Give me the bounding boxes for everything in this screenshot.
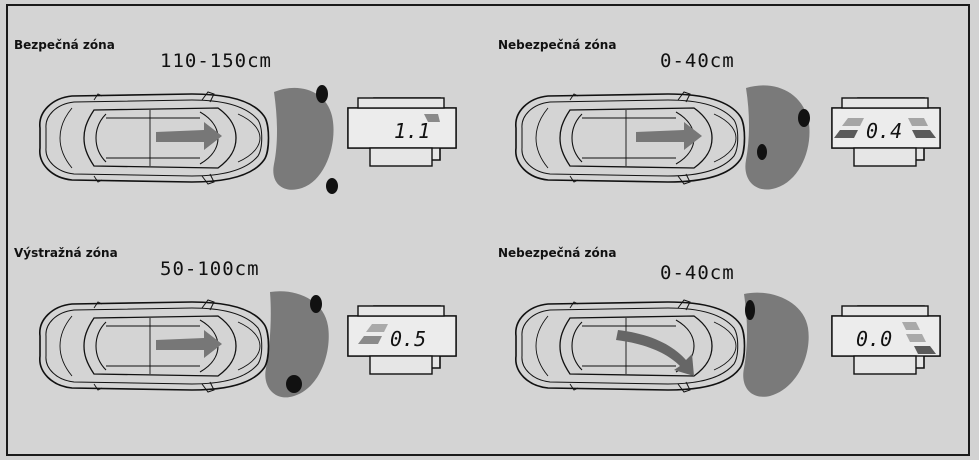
signal-bar <box>912 130 936 138</box>
direction-arrow-icon <box>156 330 222 358</box>
obstacle <box>743 292 809 397</box>
zone-label: Bezpečná zóna <box>14 38 115 52</box>
display-readout: 0.5 <box>390 327 427 351</box>
distance-display <box>831 305 941 375</box>
obstacle <box>265 291 329 398</box>
distance-range: 0-40cm <box>660 50 735 72</box>
obstacle-point <box>745 300 755 320</box>
direction-arrow-icon <box>636 122 702 150</box>
display-readout: 0.0 <box>856 327 893 351</box>
signal-bar <box>914 346 936 354</box>
signal-bar <box>424 114 440 122</box>
distance-display <box>347 305 457 375</box>
direction-arrow-icon <box>156 122 222 150</box>
obstacle-point <box>286 375 302 393</box>
signal-bar <box>358 336 382 344</box>
obstacle <box>273 87 334 190</box>
distance-display <box>347 97 457 167</box>
obstacle-point <box>757 144 767 160</box>
signal-bar <box>902 322 920 330</box>
distance-range: 110-150cm <box>160 50 272 72</box>
signal-bar <box>906 334 926 342</box>
obstacle-point <box>316 85 328 103</box>
signal-bar <box>366 324 388 332</box>
obstacle-point <box>798 109 810 127</box>
zone-label: Výstražná zóna <box>14 246 118 260</box>
signal-bar <box>842 118 864 126</box>
car-diagram <box>515 292 809 397</box>
display-readout: 1.1 <box>394 119 431 143</box>
car-diagram <box>515 85 810 190</box>
distance-range: 0-40cm <box>660 262 735 284</box>
direction-arrow-icon <box>616 330 694 376</box>
signal-bar <box>834 130 858 138</box>
obstacle <box>745 85 810 190</box>
display-readout: 0.4 <box>866 119 903 143</box>
distance-display <box>831 97 941 167</box>
signal-bar <box>908 118 928 126</box>
car-diagram <box>39 85 338 194</box>
zone-label: Nebezpečná zóna <box>498 246 617 260</box>
diagram-frame: Bezpečná zóna 110-150cm 1.1 Nebezpečná z… <box>6 4 970 456</box>
obstacle-point <box>326 178 338 194</box>
obstacle-point <box>310 295 322 313</box>
zone-label: Nebezpečná zóna <box>498 38 617 52</box>
distance-range: 50-100cm <box>160 258 260 280</box>
car-diagram <box>39 291 329 398</box>
